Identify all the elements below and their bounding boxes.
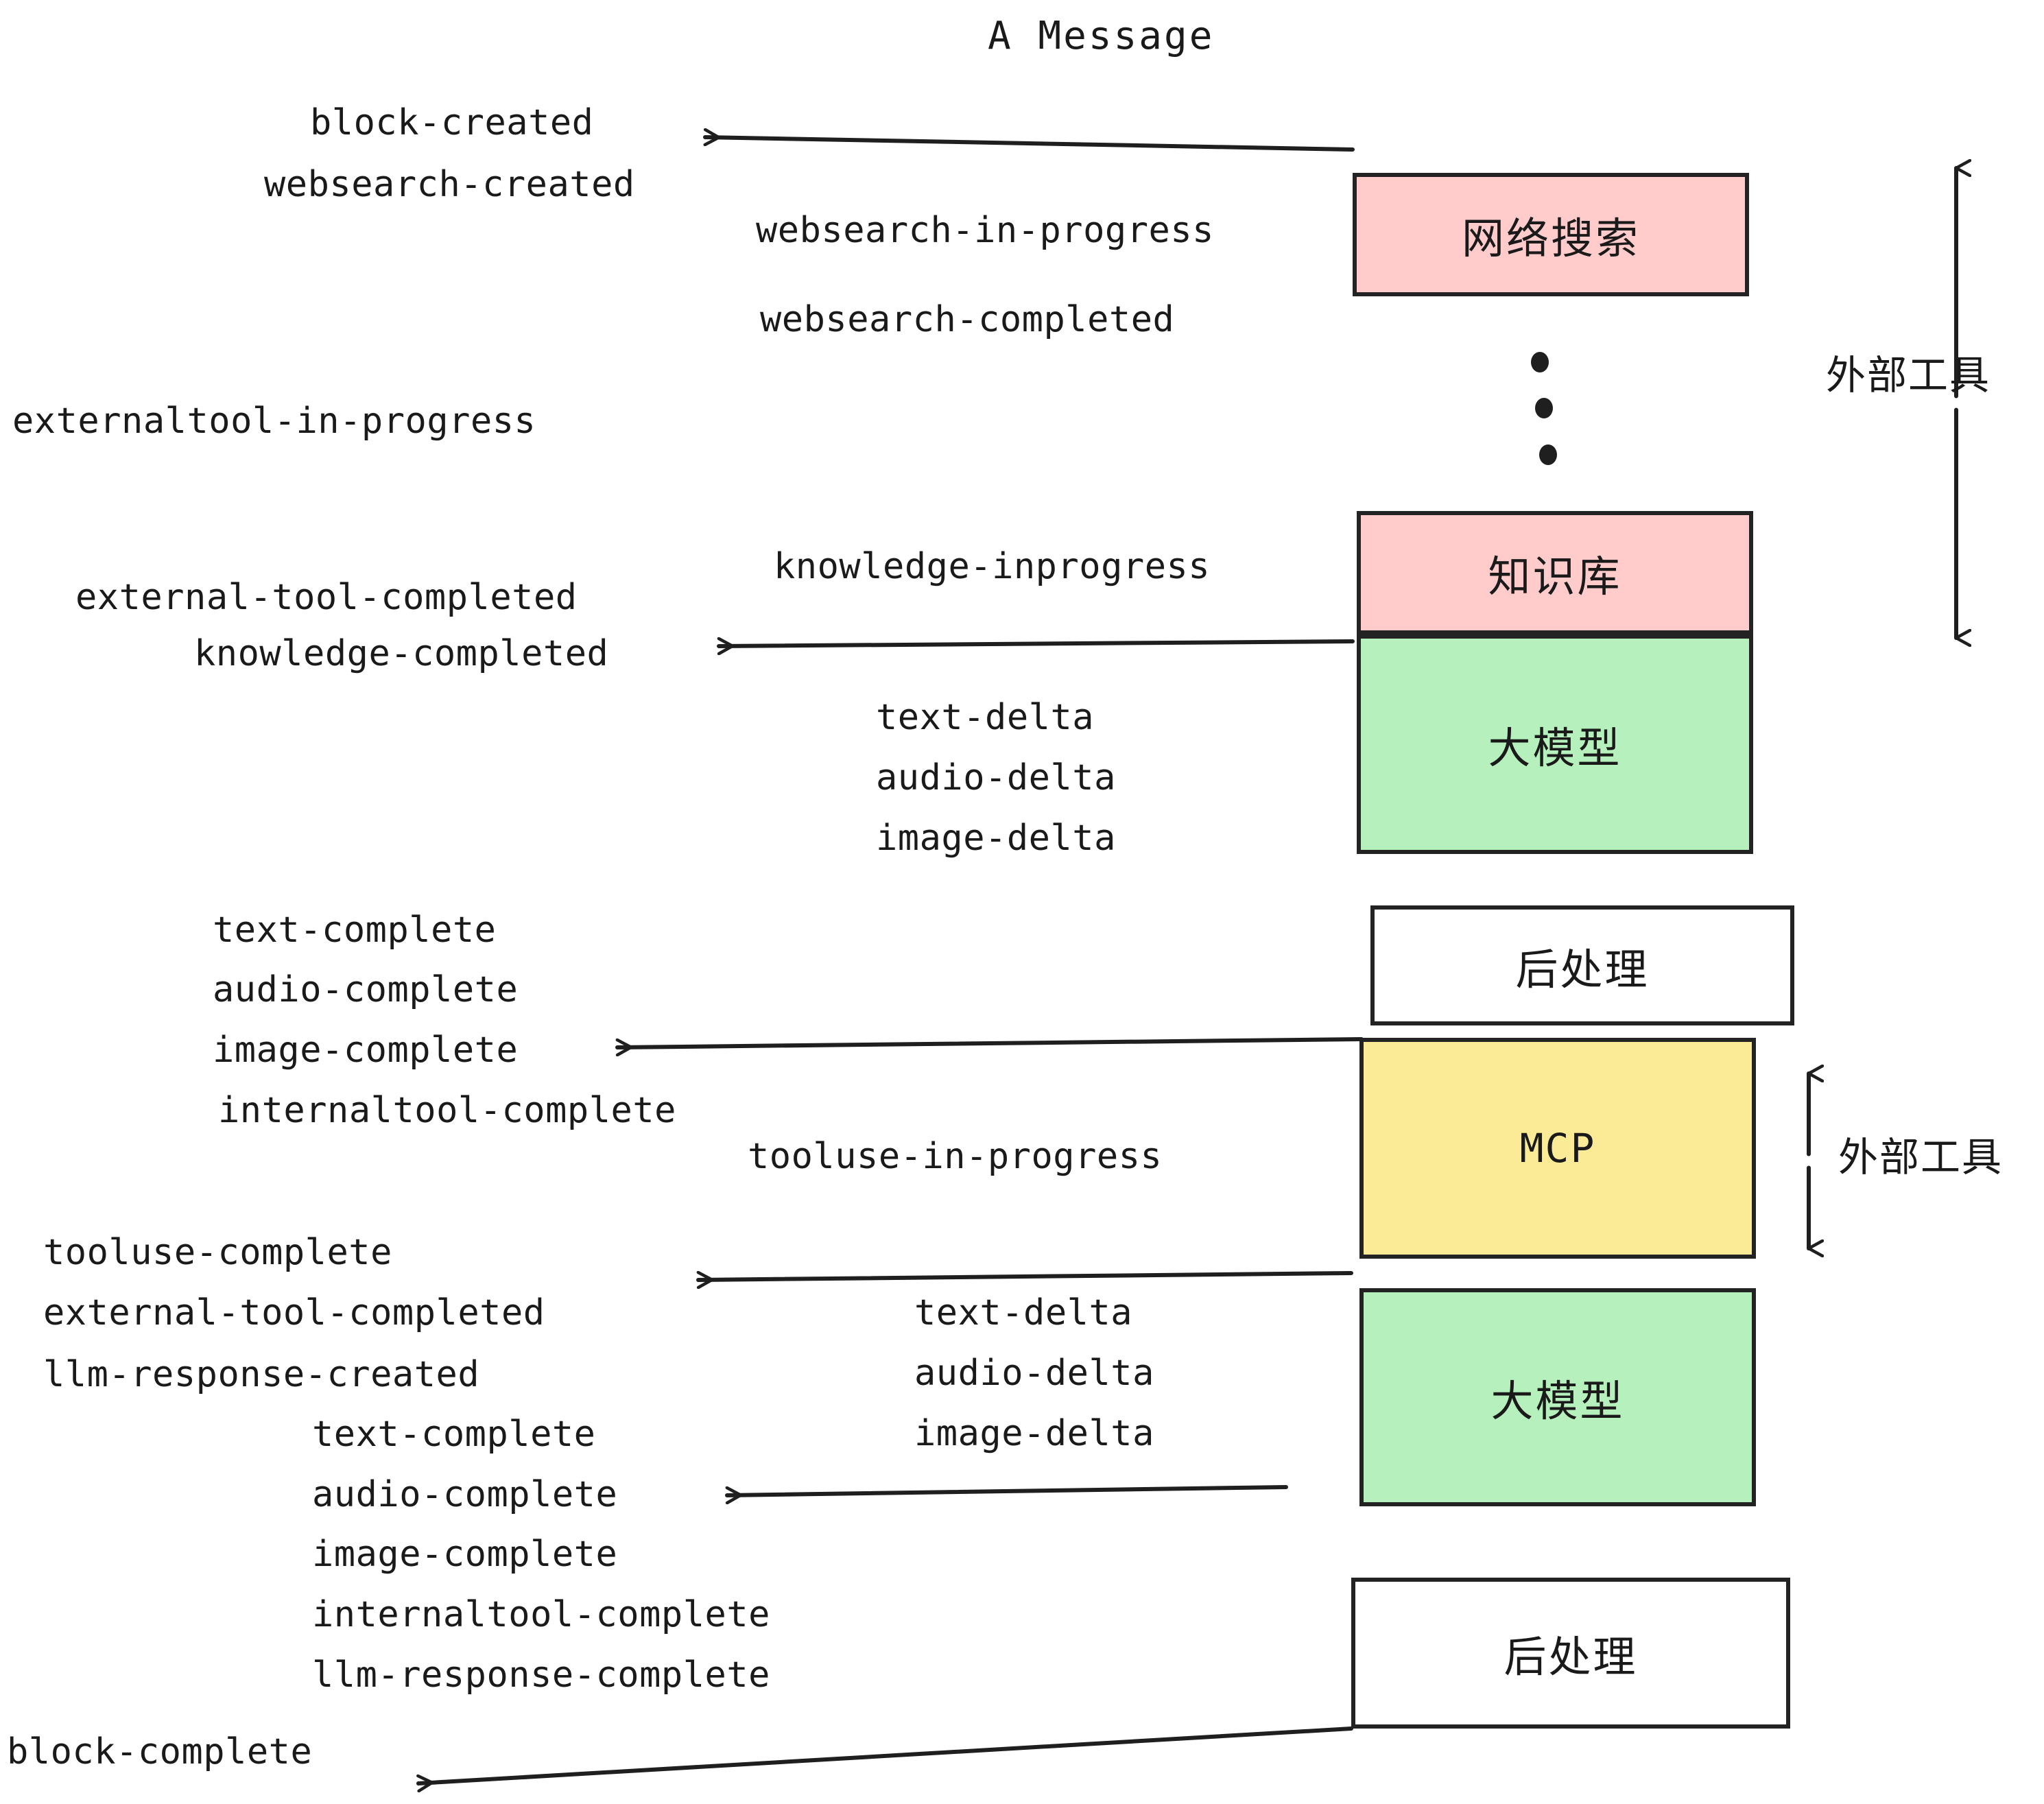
diagram-title: A Message	[988, 14, 1215, 58]
event-label-text-delta-1: text-delta	[876, 697, 1095, 738]
event-label-text-complete-2: text-complete	[312, 1414, 596, 1455]
event-label-internaltool-complete-1: internaltool-complete	[218, 1090, 676, 1131]
event-label-tooluse-complete: tooluse-complete	[43, 1232, 392, 1273]
node-box-llm-2: 大模型	[1359, 1288, 1756, 1506]
event-label-block-created: block-created	[310, 102, 594, 143]
event-label-websearch-created: websearch-created	[264, 164, 635, 205]
flow-arrow-arrow-audio-complete	[725, 1485, 1288, 1495]
event-label-tooluse-in-progress: tooluse-in-progress	[748, 1136, 1163, 1177]
group-label-external-tools-bottom: 外部工具	[1838, 1134, 2004, 1180]
node-box-postproc-1: 后处理	[1370, 905, 1794, 1025]
flow-arrow-arrow-block-complete	[416, 1726, 1353, 1783]
flow-arrow-arrow-websearch-created	[703, 137, 1355, 152]
event-label-text-delta-2: text-delta	[914, 1292, 1133, 1333]
ellipsis-dot-3	[1539, 444, 1557, 465]
event-label-audio-complete-2: audio-complete	[312, 1474, 618, 1515]
event-label-audio-delta-1: audio-delta	[876, 757, 1116, 798]
event-label-image-delta-1: image-delta	[876, 818, 1116, 859]
ellipsis-dot-2	[1535, 398, 1553, 418]
event-label-external-tool-completed-2: external-tool-completed	[43, 1292, 545, 1333]
event-label-websearch-in-progress: websearch-in-progress	[756, 210, 1214, 251]
group-span-arrows	[1807, 168, 1956, 1248]
event-label-audio-delta-2: audio-delta	[914, 1353, 1154, 1394]
node-box-postproc-2: 后处理	[1351, 1578, 1790, 1729]
flow-arrow-arrow-tooluse-complete	[696, 1273, 1353, 1280]
event-label-image-complete-1: image-complete	[213, 1030, 519, 1071]
event-label-knowledge-completed: knowledge-completed	[194, 633, 609, 674]
event-label-audio-complete-1: audio-complete	[213, 969, 519, 1010]
node-box-mcp: MCP	[1359, 1038, 1756, 1259]
event-label-llm-response-complete: llm-response-complete	[312, 1654, 770, 1696]
event-label-llm-response-created: llm-response-created	[43, 1354, 480, 1395]
event-label-externaltool-in-progress: externaltool-in-progress	[12, 401, 536, 442]
group-label-external-tools-top: 外部工具	[1826, 352, 1991, 399]
event-label-image-delta-2: image-delta	[914, 1413, 1154, 1454]
event-label-websearch-completed: websearch-completed	[760, 299, 1175, 340]
event-label-block-complete: block-complete	[7, 1731, 313, 1772]
event-label-image-complete-2: image-complete	[312, 1534, 618, 1575]
flow-arrow-arrow-knowledge-completed	[717, 641, 1355, 646]
node-box-websearch: 网络搜索	[1353, 173, 1749, 296]
flow-arrow-arrow-image-complete	[615, 1037, 1364, 1047]
event-label-external-tool-completed-1: external-tool-completed	[75, 577, 578, 618]
node-box-llm-1: 大模型	[1357, 634, 1753, 854]
node-box-knowledge: 知识库	[1357, 511, 1753, 634]
event-label-internaltool-complete-2: internaltool-complete	[312, 1594, 770, 1635]
event-label-text-complete-1: text-complete	[213, 910, 497, 951]
event-label-knowledge-inprogress: knowledge-inprogress	[774, 546, 1211, 587]
ellipsis-dot-1	[1531, 352, 1549, 372]
flow-arrows	[416, 137, 1364, 1783]
